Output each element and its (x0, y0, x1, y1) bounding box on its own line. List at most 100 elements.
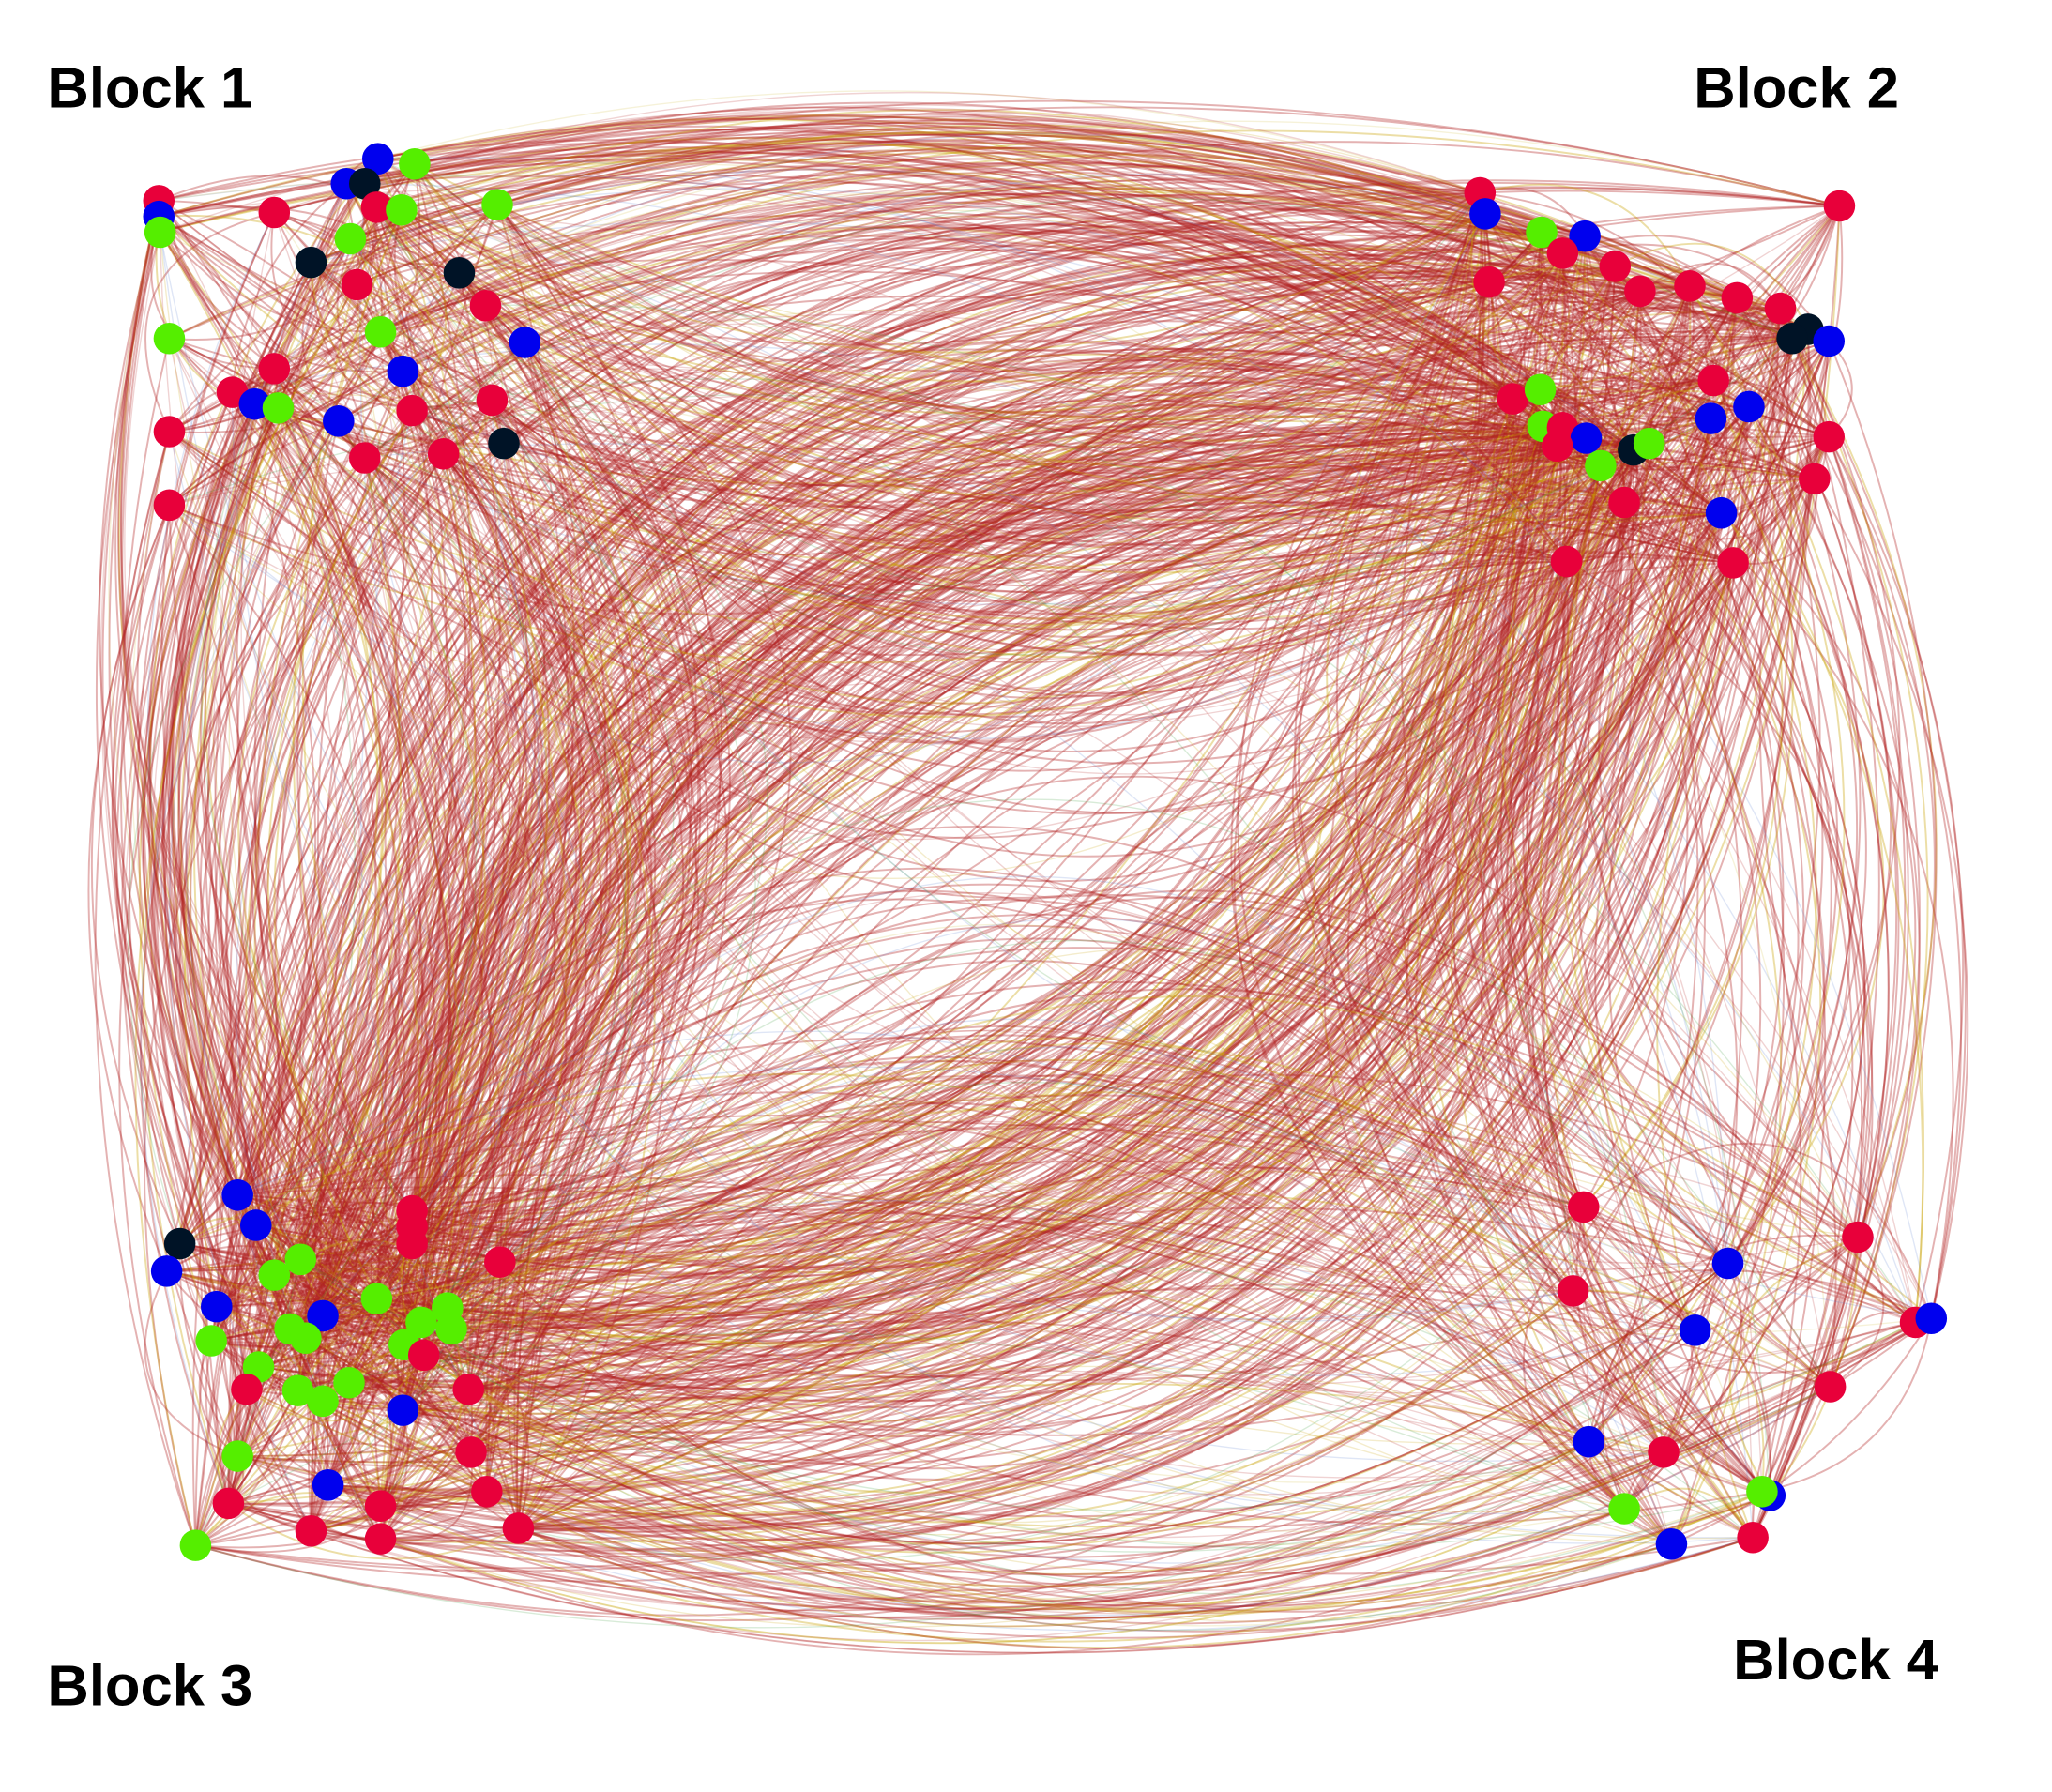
edge (1451, 337, 1793, 1443)
edge (236, 1066, 1695, 1331)
edge (322, 1315, 519, 1529)
edge (166, 266, 1617, 1272)
edge (349, 205, 1841, 697)
edge (227, 248, 1563, 1504)
edge (305, 453, 477, 1339)
edge (1694, 406, 1859, 1331)
edge (219, 238, 352, 1276)
edge (376, 1256, 1664, 1453)
edge (348, 437, 1587, 1384)
edge (485, 284, 1691, 1492)
edge (254, 266, 1793, 1226)
edge (470, 1287, 1831, 1453)
edge (216, 1118, 1625, 1510)
edge (411, 449, 1634, 1212)
edge (1406, 442, 1650, 1510)
node-block-2 (1546, 237, 1579, 269)
node-block-3 (195, 1325, 227, 1357)
edge (162, 368, 382, 1507)
edge (361, 1298, 403, 1411)
edge (273, 192, 1481, 597)
edge (379, 1081, 1573, 1507)
edge (1639, 290, 1816, 479)
edge (376, 206, 1585, 1207)
edge (169, 368, 1664, 1452)
edge (411, 213, 1486, 1227)
edge (178, 348, 1602, 1244)
edge (299, 410, 521, 1260)
edge (178, 187, 1486, 1244)
edge (379, 485, 1722, 1507)
edge (297, 192, 1485, 1394)
edge (311, 168, 1634, 451)
edge (169, 420, 1932, 1319)
edge (255, 1224, 1831, 1553)
edge (414, 163, 792, 1330)
edge (447, 1307, 530, 1529)
edge (158, 216, 1711, 620)
edge (1607, 328, 1809, 1493)
edge (348, 342, 607, 1384)
node-block-3 (387, 1394, 419, 1426)
edge (299, 501, 1625, 1260)
edge (446, 391, 1634, 1309)
edge (422, 337, 1830, 1356)
edge (1233, 281, 1754, 1539)
edge (377, 157, 1729, 1264)
edge (311, 266, 1617, 1532)
edge (299, 407, 1587, 1260)
edge (364, 435, 1830, 815)
edge (211, 418, 1712, 1359)
edge (498, 382, 1587, 1263)
edge (379, 1147, 1625, 1540)
edge (299, 206, 448, 1260)
edge (411, 533, 1567, 1211)
edge (322, 1400, 1589, 1604)
edge (377, 158, 1763, 1492)
edge (485, 506, 1722, 1492)
edge (414, 127, 1830, 438)
edge (1326, 213, 1729, 1265)
edge (376, 406, 1750, 1402)
edge (236, 1194, 1585, 1494)
edge (236, 1382, 350, 1462)
edge (296, 1225, 413, 1391)
edge (237, 562, 1735, 1464)
edge (496, 204, 1490, 418)
edge (1583, 406, 1794, 1208)
edge (310, 435, 1830, 1532)
edge (402, 405, 1750, 1411)
edge (299, 237, 654, 1260)
edge (423, 389, 1542, 1357)
edge (210, 1330, 472, 1453)
edge (117, 200, 413, 1245)
edge (227, 511, 1722, 1504)
node-block-1 (509, 327, 541, 358)
edge (447, 399, 1516, 1348)
edge (99, 216, 239, 1196)
node-block-3 (455, 1436, 487, 1468)
edge (169, 448, 1634, 664)
edge (278, 313, 1917, 1323)
edge (1347, 427, 1625, 1510)
edge (124, 407, 280, 1342)
edge (412, 388, 1542, 1228)
edge (311, 165, 1563, 429)
edge (304, 327, 1808, 1339)
edge (277, 407, 1573, 1321)
edge (346, 109, 1563, 254)
edge (327, 437, 1587, 1486)
edge (194, 183, 549, 1546)
node-block-1 (396, 394, 428, 427)
edge (158, 216, 486, 333)
edge (305, 1262, 1729, 1545)
edge (1416, 266, 1625, 1510)
edge (402, 409, 700, 1411)
edge (169, 206, 378, 433)
edge (169, 405, 1750, 743)
edge (412, 252, 1564, 1212)
edge (350, 140, 1586, 240)
edge (236, 1194, 501, 1312)
edge (237, 398, 1514, 1464)
edge (517, 1140, 1664, 1529)
